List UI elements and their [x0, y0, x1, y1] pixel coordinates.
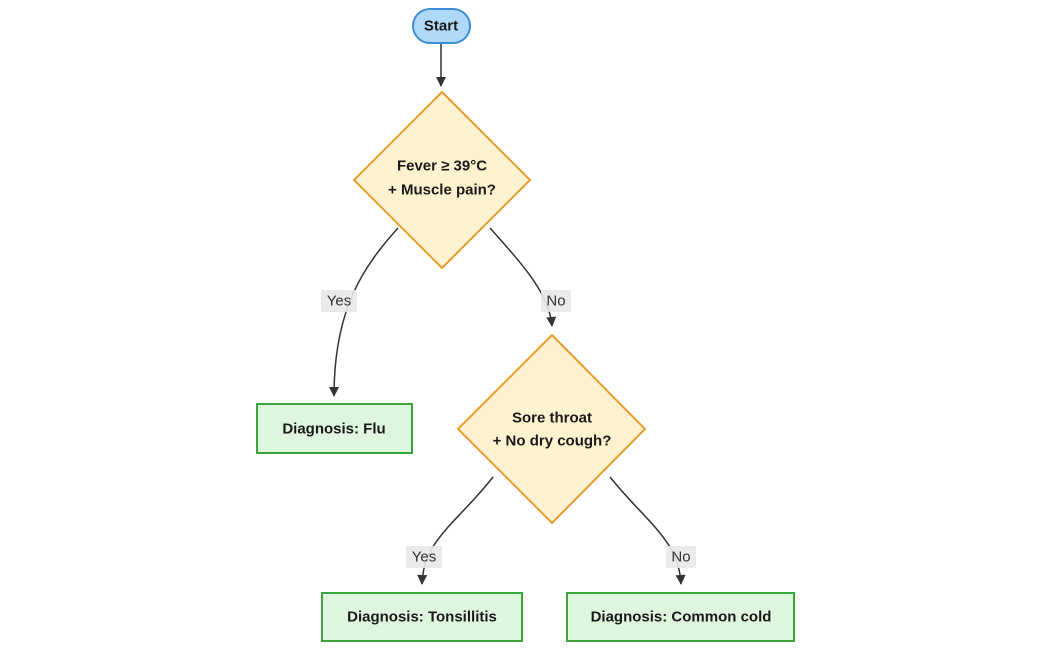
decision-fever-label-line1: Fever ≥ 39°C: [397, 158, 487, 175]
nodes: Start Fever ≥ 39°C + Muscle pain? Diagno…: [256, 8, 795, 642]
result-common-cold-label: Diagnosis: Common cold: [591, 609, 772, 626]
node-result-tonsillitis: Diagnosis: Tonsillitis: [321, 592, 523, 642]
node-decision-throat: Sore throat + No dry cough?: [457, 334, 646, 524]
decision-throat-shape: [457, 334, 646, 524]
decision-fever-label-line2: + Muscle pain?: [388, 182, 496, 199]
node-result-common-cold: Diagnosis: Common cold: [566, 592, 795, 642]
edge-label-text: No: [546, 293, 565, 310]
edge-label-text: Yes: [412, 549, 436, 566]
result-tonsillitis-shape: [321, 592, 523, 642]
decision-throat-label-line1: Sore throat: [512, 410, 592, 427]
edge-label-throat-yes: Yes: [406, 546, 442, 568]
edge-label-bg: [321, 290, 357, 312]
start-label: Start: [424, 18, 458, 35]
node-decision-fever: Fever ≥ 39°C + Muscle pain?: [353, 91, 531, 269]
result-tonsillitis-label: Diagnosis: Tonsillitis: [347, 609, 497, 626]
edge-label-fever-no: No: [541, 290, 571, 312]
edge-label-bg: [406, 546, 442, 568]
result-flu-label: Diagnosis: Flu: [282, 421, 385, 438]
edge-label-throat-no: No: [666, 546, 696, 568]
decision-throat-label-line2: + No dry cough?: [493, 433, 612, 450]
edge-label-text: Yes: [327, 293, 351, 310]
start-shape: [412, 8, 471, 44]
edge-label-bg: [666, 546, 696, 568]
node-start: Start: [412, 8, 471, 44]
result-common-cold-shape: [566, 592, 795, 642]
result-flu-shape: [256, 403, 413, 454]
edge-throat-no-to-common-cold: [609, 476, 686, 585]
edge-label-bg: [541, 290, 571, 312]
edge-fever-no-to-throat: [489, 227, 557, 327]
edge-throat-yes-to-tonsillitis: [417, 476, 494, 585]
edges: [329, 43, 686, 585]
edge-label-text: No: [671, 549, 690, 566]
edge-labels: Yes No Yes No: [321, 290, 696, 568]
node-result-flu: Diagnosis: Flu: [256, 403, 413, 454]
decision-fever-shape: [353, 91, 531, 269]
edge-label-fever-yes: Yes: [321, 290, 357, 312]
